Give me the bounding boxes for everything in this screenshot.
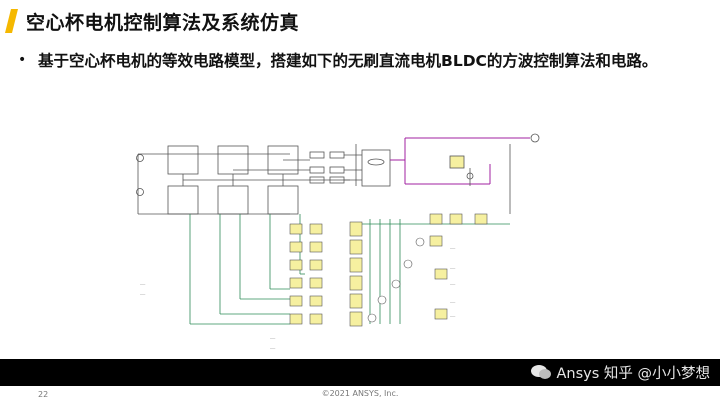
bldc-control-circuit-diagram: ___ ___ ___ ___ ___ ___ ___ ___ ___ [136,133,540,349]
slide-title-bar: 空心杯电机控制算法及系统仿真 [0,0,720,40]
slide-footer [0,386,720,405]
page-number: 22 [38,390,49,399]
svg-text:___: ___ [139,291,146,295]
watermark: Ansys 知乎 @小小梦想 [530,360,710,384]
slide-title: 空心杯电机控制算法及系统仿真 [26,12,300,34]
svg-text:___: ___ [269,345,276,349]
svg-text:___: ___ [449,299,456,303]
svg-text:___: ___ [449,245,456,249]
svg-text:___: ___ [449,313,456,317]
svg-text:___: ___ [139,281,146,285]
bullet-text: 基于空心杯电机的等效电路模型，搭建如下的无刷直流电机BLDC的方波控制算法和电路… [38,52,658,70]
title-accent-bar [5,9,18,33]
watermark-text: Ansys 知乎 @小小梦想 [556,365,710,382]
svg-text:___: ___ [449,265,456,269]
svg-text:___: ___ [449,281,456,285]
copyright-text: ©2021 ANSYS, Inc. [321,389,399,398]
bottom-black-band [0,359,720,386]
bullet-dot-icon: • [18,52,27,68]
wechat-icon [531,365,552,379]
svg-text:___: ___ [269,335,276,339]
